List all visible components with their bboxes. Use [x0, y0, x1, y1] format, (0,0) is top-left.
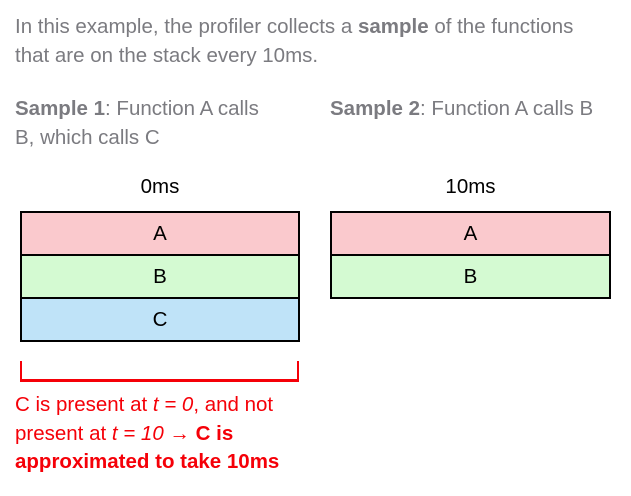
- annotation-part-1: C is present at: [15, 393, 153, 416]
- annotation-bold-conclusion: C is approximated to take 10ms: [15, 421, 280, 474]
- sample1-label: Sample 1: [15, 97, 106, 120]
- intro-text-part-2: of the functions that are on the stack e…: [15, 15, 574, 67]
- sample1-caption: Sample 1: Function A calls B, which call…: [15, 94, 277, 152]
- stack-frame-c: C: [22, 297, 298, 340]
- sample2-caption: Sample 2: Function A calls B: [330, 94, 615, 123]
- stack-frame-b: B: [22, 254, 298, 297]
- stack-sample1: A B C: [20, 211, 300, 342]
- annotation-arrow: →: [163, 421, 196, 445]
- annotation-italic-t10: t = 10: [111, 421, 164, 445]
- annotation-part-2: , and not present at: [15, 393, 274, 445]
- duration-bracket: [20, 361, 299, 382]
- sample2-description: : Function A calls B: [420, 97, 594, 120]
- stack-frame-b: B: [332, 254, 609, 297]
- annotation-italic-t0: t = 0: [152, 393, 194, 416]
- stack-frame-a: A: [22, 213, 298, 254]
- sample1-description: : Function A calls B, which calls C: [15, 97, 259, 149]
- sample2-label: Sample 2: [330, 97, 421, 120]
- intro-text-part-1: In this example, the profiler collects a: [15, 15, 358, 38]
- annotation-text: C is present at t = 0, and not present a…: [15, 391, 333, 477]
- intro-text: In this example, the profiler collects a…: [15, 12, 595, 70]
- time-label-10ms: 10ms: [445, 175, 496, 198]
- stack-sample2: A B: [330, 211, 611, 299]
- time-label-0ms: 0ms: [140, 175, 180, 198]
- intro-text-bold-sample: sample: [357, 15, 429, 38]
- stack-frame-a: A: [332, 213, 609, 254]
